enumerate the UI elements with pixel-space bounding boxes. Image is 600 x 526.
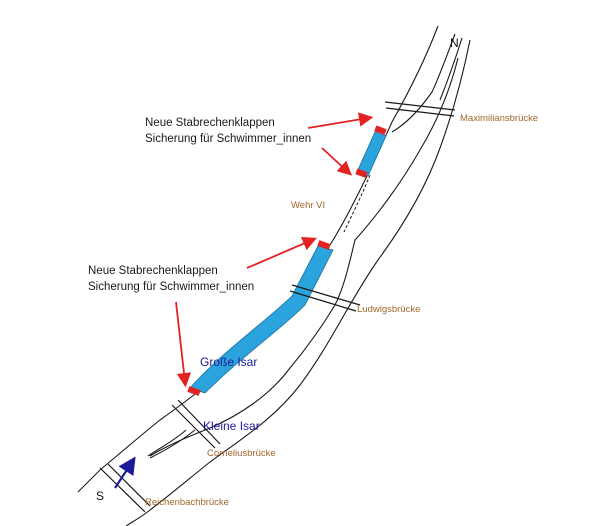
grosse-isar-water [189,131,387,394]
grosse-isar-label: Große Isar [200,355,257,369]
north-label: N [450,36,459,50]
annotation-top-line2: Sicherung für Schwimmer_innen [145,133,311,145]
south-label: S [96,489,104,503]
bridges [99,101,456,513]
annotation-bottom-line1: Neue Stabrechenklappen [88,265,218,277]
weir-label: Wehr VI [291,200,325,211]
corneliusbruecke-label: Corneliusbrücke [207,448,276,459]
annotation-top-line1: Neue Stabrechenklappen [145,117,275,129]
annotation-arrows [175,112,374,388]
ludwigsbruecke-label: Ludwigsbrücke [357,304,420,315]
weir-line [343,174,371,233]
annotation-bottom-line2: Sicherung für Schwimmer_innen [88,281,254,293]
flow-direction-icon [114,456,136,489]
maximiliansbruecke-label: Maximiliansbrücke [460,113,538,124]
reichenbachbruecke-label: Reichenbachbrücke [145,497,229,508]
kleine-isar-label: Kleine Isar [203,419,260,433]
gate-markers [187,125,387,396]
